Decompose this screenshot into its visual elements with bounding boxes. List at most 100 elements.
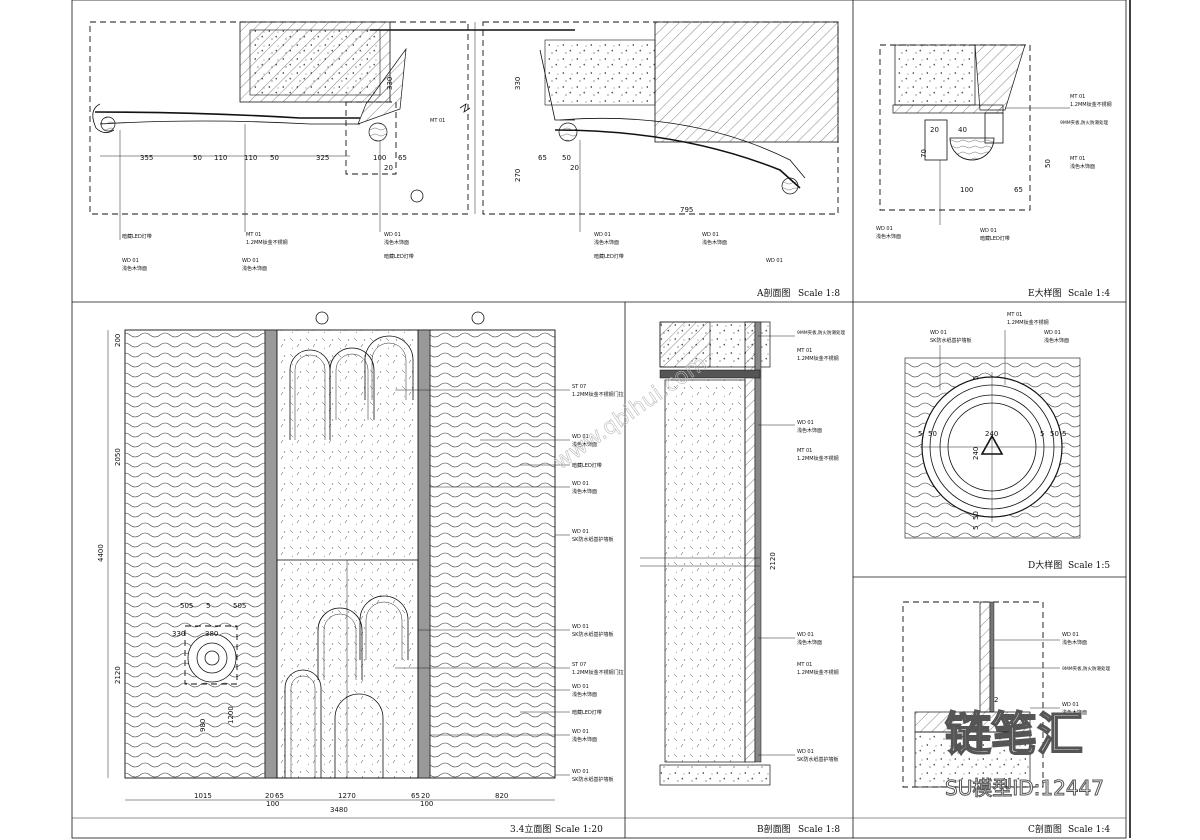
e-dim-40: 40	[958, 126, 967, 134]
c-note-1: 浅色木饰面	[1062, 639, 1087, 646]
b-note-6: 1.2MM钛金不锈钢	[797, 669, 839, 676]
e-code-3: WD 01	[876, 226, 893, 232]
e-lamp-profile	[949, 137, 995, 161]
a-edge-left	[92, 103, 115, 133]
b-top-block	[659, 321, 711, 368]
a-wall-left-core	[249, 29, 381, 96]
a-dim-65b: 65	[538, 154, 547, 162]
c-note-3: 浅色木饰面	[1062, 709, 1087, 716]
elev-dim-980: 980	[199, 719, 207, 732]
d-dim-50a: 50	[928, 430, 937, 438]
c-title: C剖面图	[1028, 823, 1062, 835]
b-note-5: 浅色木饰面	[797, 639, 822, 646]
watermark-brand: 链笔汇	[945, 707, 1083, 761]
b-board-strip	[744, 321, 756, 763]
b-note-1: 9MM夹板,防火防潮处理	[797, 329, 846, 336]
elev-dim-1270: 1270	[338, 792, 356, 800]
c-board	[979, 601, 991, 713]
elev-code-11: WD 01	[572, 769, 589, 775]
b-code-2: MT 01	[797, 348, 812, 354]
elev-wood-left	[124, 329, 266, 779]
elev-note-1: 1.2MM钛金不锈钢门拉	[572, 391, 624, 398]
watermark-id: SU模型ID:12447	[945, 776, 1104, 800]
a-dim-65: 65	[398, 154, 407, 162]
b-dim-2120: 2120	[769, 552, 777, 570]
elev-callout-top-2	[471, 311, 485, 325]
d-dim-50c: 50	[972, 511, 980, 520]
elev-dim-65b: 65	[411, 792, 420, 800]
d-note-2: 1.2MM钛金不锈钢	[1007, 319, 1049, 326]
d-dim-50b: 50	[1050, 430, 1059, 438]
a-wall-right-core	[544, 39, 656, 106]
elev-code-6: WD 01	[572, 624, 589, 630]
elev-code-10: WD 01	[572, 729, 589, 735]
a-fascia-left	[357, 47, 407, 125]
a-dim-325: 325	[316, 154, 329, 162]
e-plate	[892, 104, 1004, 114]
elev-dim-820: 820	[495, 792, 508, 800]
b-code-6: MT 01	[797, 662, 812, 668]
d-dim-5d: 5	[972, 376, 980, 380]
elev-dim-2120: 2120	[114, 666, 122, 684]
elev-callout-d	[184, 625, 238, 685]
elev-notes: ST 07 1.2MM钛金不锈钢门拉 WD 01 浅色木饰面 暗藏LED灯带 W…	[395, 384, 624, 783]
a-callout-circle	[410, 189, 424, 203]
d-dim-5c: 5	[1062, 430, 1066, 438]
elev-dim-505b: 505	[233, 602, 246, 610]
a-code-6: WD 01	[594, 232, 611, 238]
a-tag-8: 暗藏LED灯带	[594, 253, 624, 260]
a-dim-50b: 50	[270, 154, 279, 162]
a-dim-20b: 20	[570, 164, 579, 172]
elev-dim-1015: 1015	[194, 792, 212, 800]
a-break-mark	[459, 103, 471, 113]
elev-stone-center	[276, 329, 419, 779]
elev-note-2: 浅色木饰面	[572, 441, 597, 448]
a-tag-1: 暗藏LED灯带	[122, 233, 152, 240]
a-code-2: MT 01	[246, 232, 261, 238]
b-metal-strip	[754, 321, 762, 763]
d-dim-5a: 5	[918, 430, 922, 438]
elev-dim-65: 65	[275, 792, 284, 800]
a-code-8: WD 01	[766, 258, 783, 264]
elev-note-9: 暗藏LED灯带	[572, 709, 602, 716]
c-dim-2: 2	[994, 696, 998, 704]
d-scale: Scale 1:5	[1068, 561, 1110, 571]
a-fascia-right	[539, 49, 575, 121]
elev-dim-5: 5	[206, 602, 210, 610]
a-curve-left-bottom	[99, 120, 360, 125]
elev-round-lamp-inner	[196, 642, 228, 674]
elev-strip-right	[417, 329, 431, 779]
a-tag-4: 浅色木饰面	[242, 265, 267, 272]
e-note-2: 9MM夹板,防火防潮处理	[1060, 119, 1109, 126]
panel-elevation: 200 2050 4400 2120 980 1200 505 5 505 33…	[97, 311, 624, 835]
a-curve-right-bottom	[559, 117, 806, 179]
elev-dim-20b: 20	[421, 792, 430, 800]
e-scale: Scale 1:4	[1068, 289, 1110, 299]
a-detail-callout-e	[345, 101, 397, 175]
a-title: A剖面图	[756, 287, 791, 299]
elev-wood-right	[429, 329, 556, 779]
a-scale: Scale 1:8	[798, 289, 840, 299]
elev-strip-left	[264, 329, 278, 779]
e-note-1: 1.2MM钛金不锈钢	[1070, 101, 1112, 108]
elev-dim-100b: 100	[420, 800, 433, 808]
elev-code-8: WD 01	[572, 684, 589, 690]
e-dim-65: 65	[1014, 186, 1023, 194]
b-title: B剖面图	[757, 823, 791, 835]
elev-note-3: 暗藏LED灯带	[572, 462, 602, 469]
a-code-1: WD 01	[122, 258, 139, 264]
a-curve-right-top	[554, 129, 801, 189]
elev-code-2: WD 01	[572, 434, 589, 440]
elev-arches-top	[289, 335, 414, 440]
a-dim-330: 330	[386, 77, 394, 90]
c-code-3: WD 01	[1062, 702, 1079, 708]
elev-arches-bottom	[284, 595, 409, 778]
b-wall-panel	[664, 379, 746, 763]
elev-callout-top-1	[315, 311, 329, 325]
a-tag-2: 浅色木饰面	[122, 265, 147, 272]
a-dim-20: 20	[384, 164, 393, 172]
elev-dim-380: 380	[205, 630, 218, 638]
e-note-3: 浅色木饰面	[1070, 163, 1095, 170]
e-dim-70: 70	[920, 149, 928, 158]
